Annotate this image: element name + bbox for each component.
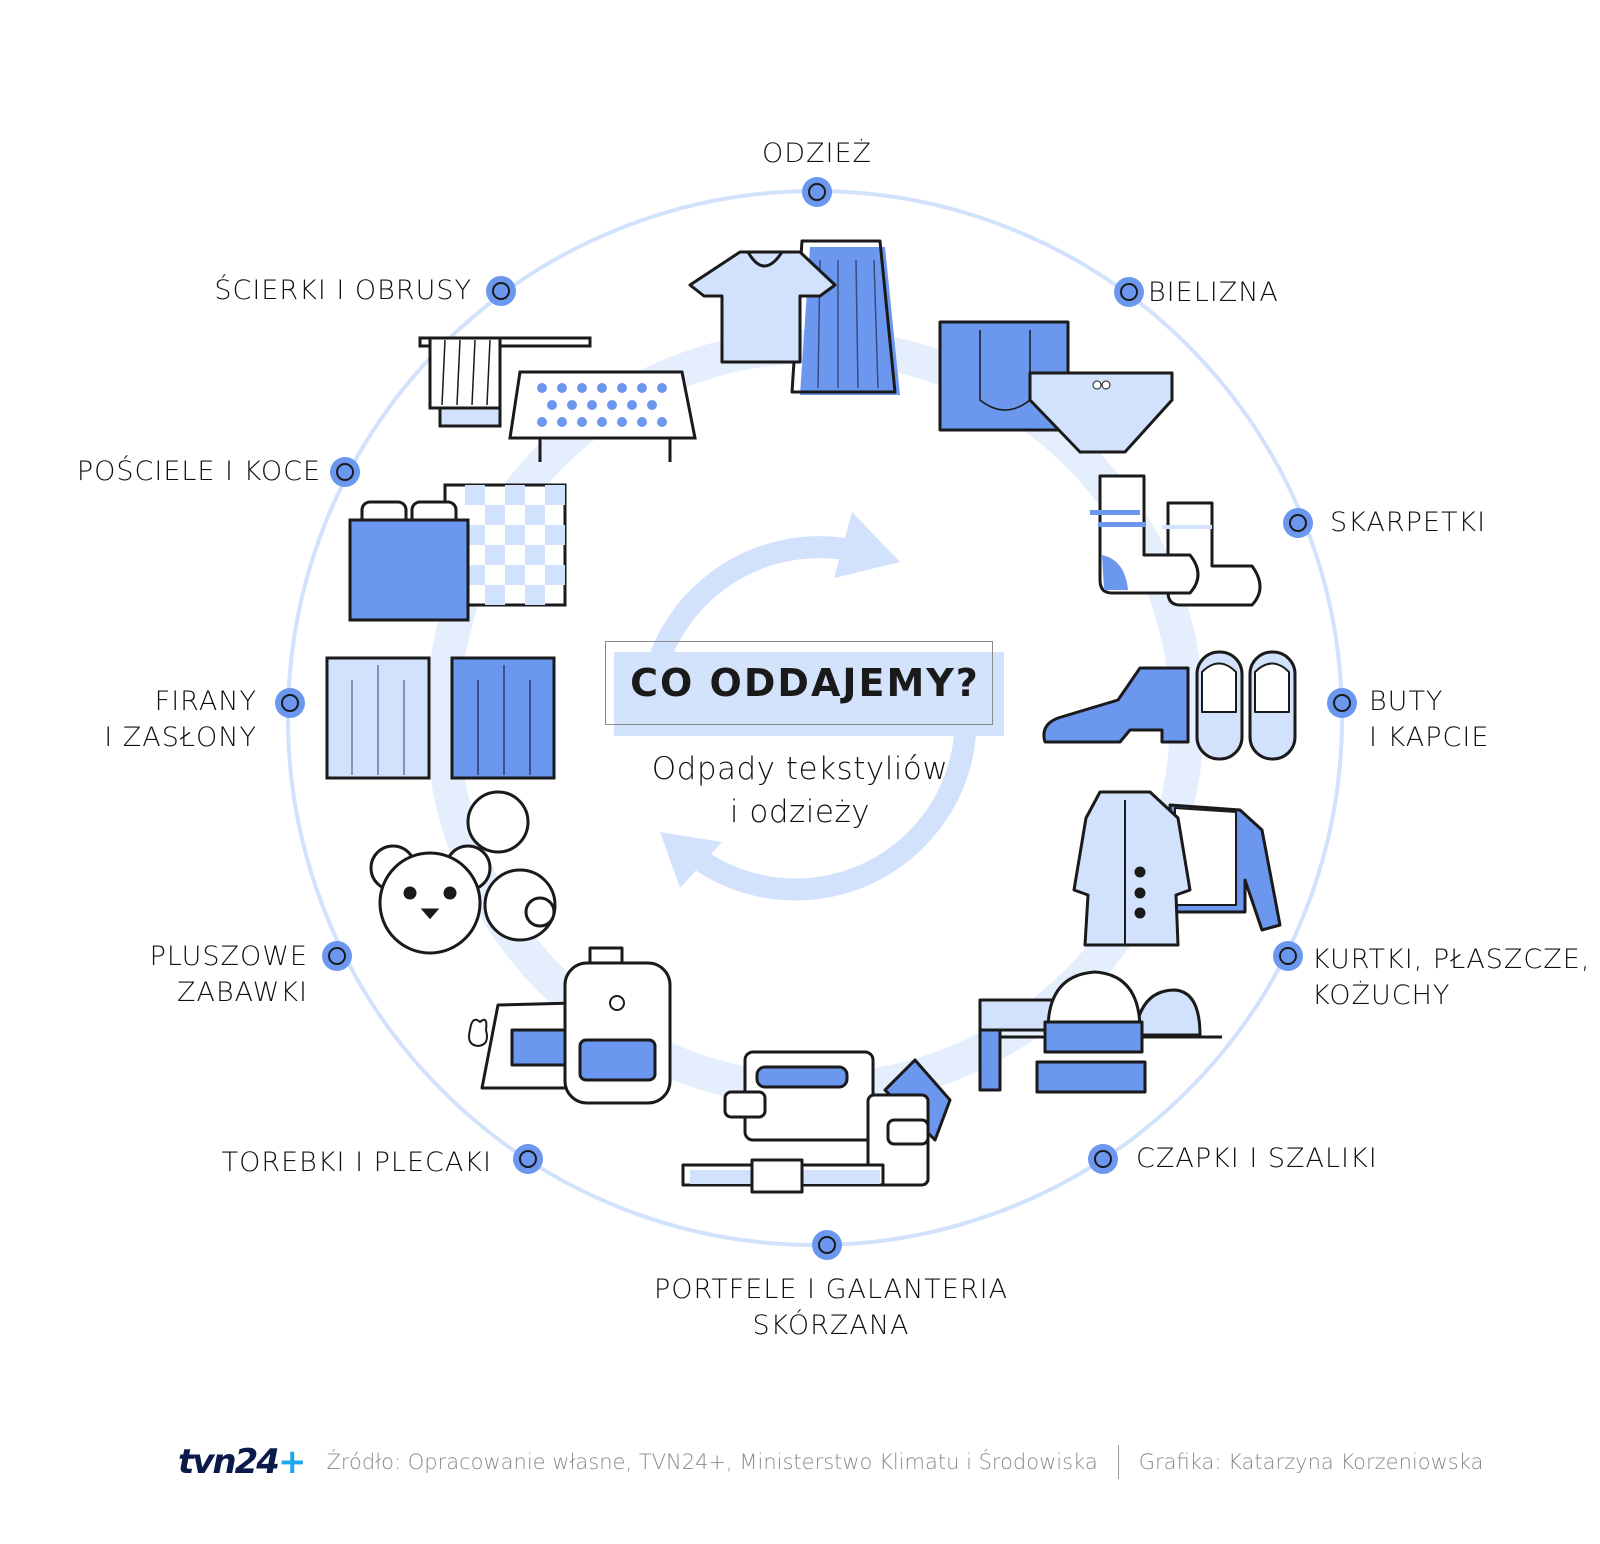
label-line: SKARPETKI (1330, 507, 1487, 538)
title-frame (605, 641, 993, 725)
label-buty: BUTY I KAPCIE (1369, 684, 1489, 756)
label-czapki: CZAPKI I SZALIKI (1136, 1141, 1378, 1177)
label-line: I ZASŁONY (104, 722, 257, 753)
page-title: CO ODDAJEMY? (630, 661, 980, 705)
label-line: SKÓRZANA (752, 1310, 910, 1341)
bag-backpack-icon (468, 946, 672, 1105)
label-portfele: PORTFELE I GALANTERIA SKÓRZANA (631, 1272, 1031, 1344)
teddy-bear-icon (369, 790, 557, 955)
curtains-icon (325, 656, 556, 780)
hat-scarf-icon (978, 970, 1222, 1094)
subtitle: Odpady tekstyliów i odzieży (600, 748, 1000, 834)
label-scierki: ŚCIERKI I OBRUSY (172, 273, 472, 309)
label-skarpetki: SKARPETKI (1330, 505, 1486, 541)
marker-torebki (513, 1144, 543, 1174)
label-posciele: POŚCIELE I KOCE (21, 454, 321, 490)
subtitle-line-1: Odpady tekstyliów (651, 751, 949, 787)
marker-scierki (486, 276, 516, 306)
marker-posciele (330, 457, 360, 487)
label-line: BUTY (1369, 686, 1444, 717)
tvn24-logo: tvn24+ (178, 1442, 306, 1482)
clothing-icon (688, 239, 900, 395)
logo-plus: + (277, 1442, 306, 1482)
credit-text: Grafika: Katarzyna Korzeniowska (1138, 1450, 1484, 1474)
marker-firany (275, 688, 305, 718)
footer-divider (1117, 1445, 1119, 1479)
coat-icon (1072, 790, 1282, 947)
arrow-head-top (834, 512, 900, 578)
label-line: KOŻUCHY (1312, 980, 1451, 1011)
title-highlight (614, 652, 1004, 736)
label-line: CZAPKI I SZALIKI (1136, 1143, 1378, 1174)
label-odziez: ODZIEŻ (717, 136, 917, 172)
underwear-icon (938, 320, 1174, 454)
marker-kurtki (1273, 941, 1303, 971)
source-text: Źródło: Opracowanie własne, TVN24+, Mini… (326, 1450, 1098, 1474)
marker-bielizna (1114, 277, 1144, 307)
label-line: FIRANY (154, 686, 257, 717)
socks-icon (1090, 474, 1262, 607)
marker-portfele (812, 1230, 842, 1260)
logo-text: tvn24 (178, 1442, 280, 1482)
label-line: KURTKI, PŁASZCZE, (1312, 944, 1591, 975)
footer: tvn24+ Źródło: Opracowanie własne, TVN24… (178, 1440, 1483, 1484)
marker-pluszowe (322, 941, 352, 971)
shoes-icon (1042, 650, 1297, 761)
subtitle-line-2: i odzieży (729, 794, 871, 830)
bedding-icon (348, 483, 567, 622)
label-line: PORTFELE I GALANTERIA (653, 1274, 1009, 1305)
tablecloth-icon (418, 336, 697, 462)
label-line: PLUSZOWE (149, 941, 308, 972)
marker-odziez (802, 177, 832, 207)
wallet-belt-icon (681, 1050, 952, 1194)
label-line: BIELIZNA (1148, 277, 1279, 308)
marker-skarpetki (1283, 508, 1313, 538)
marker-buty (1327, 688, 1357, 718)
marker-czapki (1088, 1144, 1118, 1174)
arrow-head-bottom (660, 832, 722, 888)
label-line: ODZIEŻ (761, 138, 873, 169)
label-line: TOREBKI I PLECAKI (221, 1147, 492, 1178)
label-bielizna: BIELIZNA (1148, 275, 1279, 311)
label-line: ŚCIERKI I OBRUSY (214, 275, 472, 306)
label-kurtki: KURTKI, PŁASZCZE, KOŻUCHY (1312, 942, 1590, 1014)
label-pluszowe: PLUSZOWE ZABAWKI (108, 939, 308, 1011)
label-line: ZABAWKI (176, 977, 308, 1008)
label-firany: FIRANY I ZASŁONY (57, 684, 257, 756)
label-line: I KAPCIE (1369, 722, 1490, 753)
label-line: POŚCIELE I KOCE (76, 456, 321, 487)
label-torebki: TOREBKI I PLECAKI (192, 1145, 492, 1181)
